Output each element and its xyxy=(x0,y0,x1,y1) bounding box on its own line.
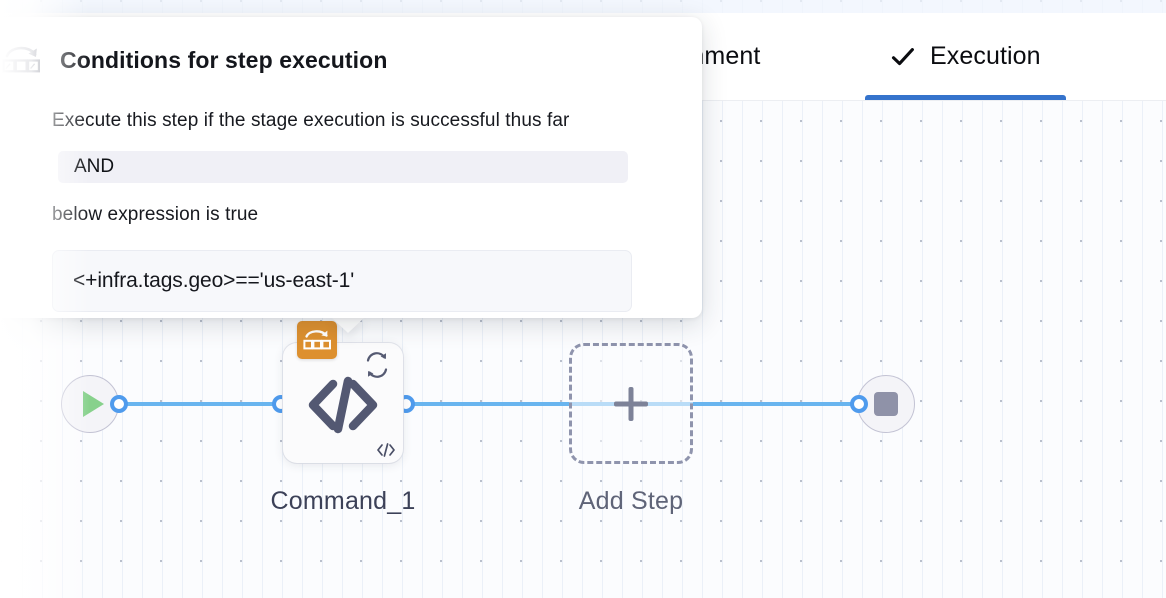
looping-strategy-badge[interactable] xyxy=(297,321,337,359)
expression-input[interactable]: <+infra.tags.geo>=='us-east-1' xyxy=(52,250,632,312)
conditions-popover: Conditions for step execution Execute th… xyxy=(0,17,702,318)
tab-active-underline xyxy=(865,95,1066,100)
looping-strategy-icon xyxy=(303,330,331,350)
tab-execution[interactable]: Execution xyxy=(862,13,1069,100)
add-step-label: Add Step xyxy=(578,487,684,515)
popover-tail xyxy=(331,317,365,333)
edge-start-to-command xyxy=(112,402,290,406)
play-icon xyxy=(83,391,104,417)
code-icon xyxy=(304,375,382,435)
step-node-label: Command_1 xyxy=(270,487,416,515)
step-node-command-1[interactable] xyxy=(283,321,403,463)
condition-description: Execute this step if the stage execution… xyxy=(52,110,570,131)
operator-select[interactable]: AND xyxy=(58,151,628,183)
stop-icon xyxy=(874,392,898,416)
repeat-icon xyxy=(360,348,394,382)
expression-description: below expression is true xyxy=(52,204,259,225)
check-icon xyxy=(890,44,916,70)
popover-title: Conditions for step execution xyxy=(60,46,388,73)
plus-icon-vertical xyxy=(628,386,634,421)
add-step-button[interactable] xyxy=(569,343,693,464)
port-start-output[interactable] xyxy=(110,395,128,413)
tab-execution-label: Execution xyxy=(930,42,1041,70)
code-icon-small xyxy=(375,441,397,459)
port-end-input[interactable] xyxy=(850,395,868,413)
popover-header: Conditions for step execution xyxy=(0,39,387,81)
looping-strategy-icon xyxy=(0,39,42,81)
